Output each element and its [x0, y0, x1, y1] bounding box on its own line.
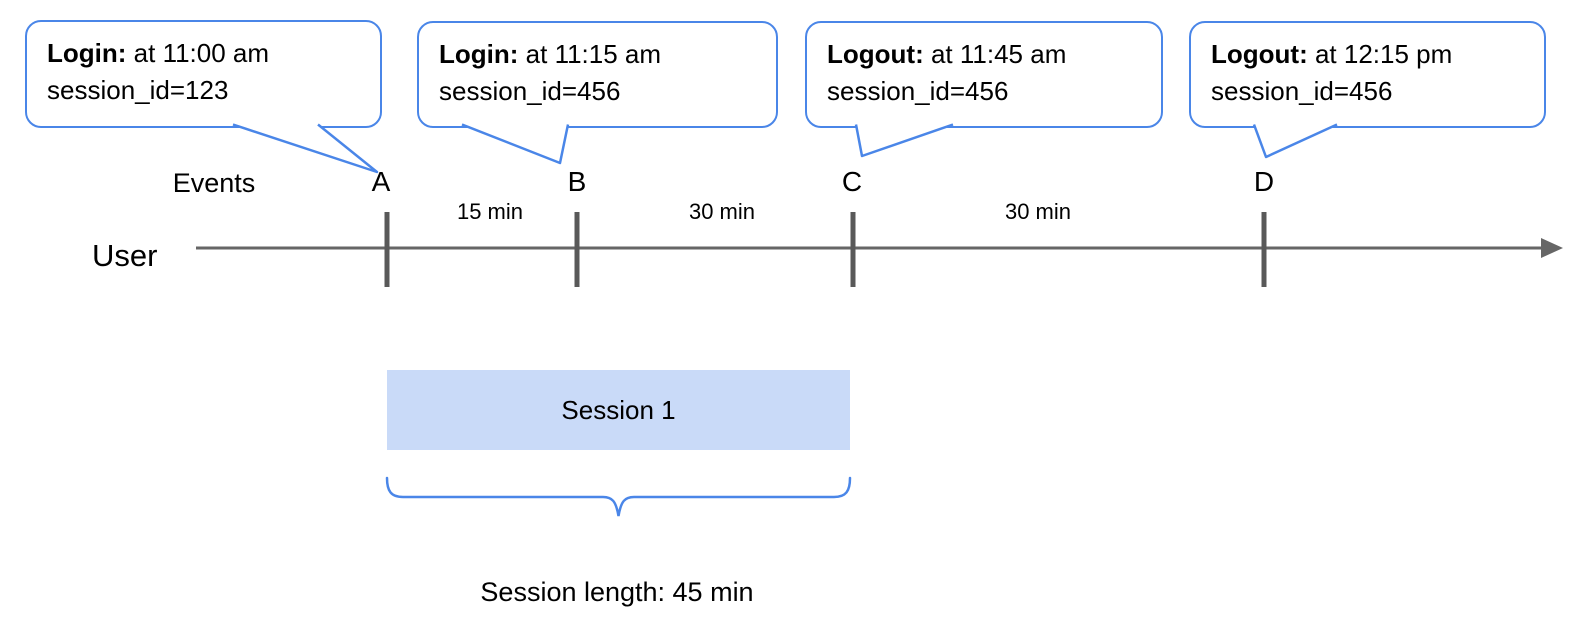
point-label-d: D [1253, 166, 1275, 197]
callout-c-line1: Logout: at 11:45 am [827, 36, 1141, 73]
interval-label-ab: 15 min [456, 199, 524, 224]
point-label-b: B [567, 166, 587, 197]
callout-tail-b [461, 123, 570, 165]
point-label-c: C [841, 166, 863, 197]
callout-c-session-id: session_id=456 [827, 76, 1009, 106]
callout-a-line1: Login: at 11:00 am [47, 35, 360, 72]
callout-bubble-b: Login: at 11:15 am session_id=456 [417, 21, 778, 128]
callout-d-line1: Logout: at 12:15 pm [1211, 36, 1524, 73]
callout-tail-d [1252, 123, 1338, 159]
callout-b-time: at 11:15 am [525, 39, 662, 69]
callout-d-time: at 12:15 pm [1314, 39, 1453, 69]
callout-bubble-a: Login: at 11:00 am session_id=123 [25, 20, 382, 128]
callout-tail-c [854, 123, 954, 158]
user-label: User [92, 238, 158, 273]
callout-a-time: at 11:00 am [133, 38, 270, 68]
session-length-brace [385, 476, 852, 517]
session-1-box: Session 1 [387, 370, 850, 450]
callout-tail-a [232, 123, 379, 174]
callout-b-event-type: Login: [439, 39, 519, 69]
callout-c-event-type: Logout: [827, 39, 924, 69]
interval-label-bc: 30 min [688, 199, 756, 224]
interval-label-cd: 30 min [1004, 199, 1072, 224]
arrowhead-icon [1541, 238, 1563, 258]
callout-a-session-id: session_id=123 [47, 75, 229, 105]
callout-c-time: at 11:45 am [930, 39, 1067, 69]
session-1-label: Session 1 [561, 394, 676, 425]
callout-bubble-d: Logout: at 12:15 pm session_id=456 [1189, 21, 1546, 128]
callout-d-event-type: Logout: [1211, 39, 1308, 69]
callout-b-session-id: session_id=456 [439, 76, 621, 106]
callout-a-event-type: Login: [47, 38, 127, 68]
callout-b-line1: Login: at 11:15 am [439, 36, 756, 73]
events-label: Events [172, 168, 256, 198]
session-length-label: Session length: 45 min [480, 577, 754, 607]
callout-bubble-c: Logout: at 11:45 am session_id=456 [805, 21, 1163, 128]
point-label-a: A [371, 166, 391, 197]
callout-d-session-id: session_id=456 [1211, 76, 1393, 106]
